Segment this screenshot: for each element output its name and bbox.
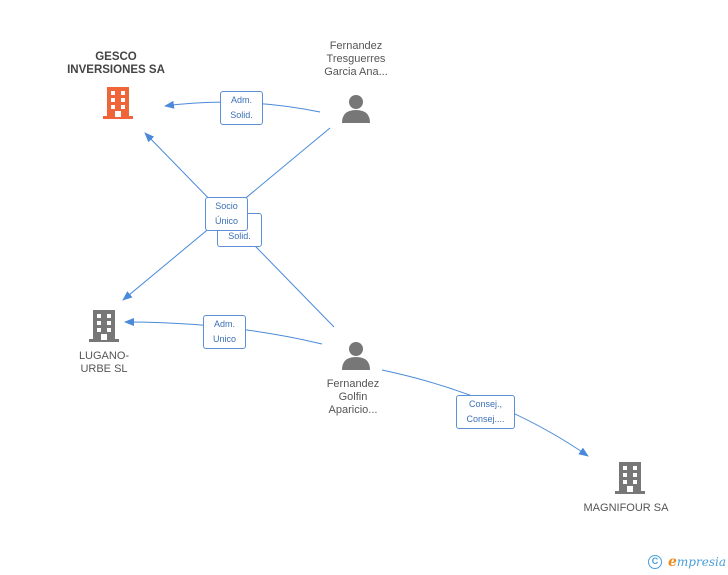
edge-label-line: Solid. (230, 110, 253, 120)
node-label-line: Garcia Ana... (324, 66, 388, 78)
edge-label-line: Socio (215, 201, 238, 211)
edge-label-line: Adm. (213, 319, 235, 329)
brand-logo: empresia (668, 554, 726, 570)
person-icon[interactable] (342, 95, 370, 123)
person-icon[interactable] (342, 342, 370, 370)
node-label-fernandez-golfin[interactable]: Fernandez Golfin Aparicio... (293, 378, 413, 417)
edge-label-line: Adm. (230, 95, 252, 105)
node-label-lugano[interactable]: LUGANO- URBE SL (54, 350, 154, 376)
edge-label-line: Consej., (468, 399, 503, 409)
building-icon[interactable] (103, 87, 133, 119)
node-label-line: INVERSIONES SA (67, 64, 165, 76)
edge-label-consej[interactable]: Consej., Consej.... (456, 395, 515, 429)
brand-logo-rest: mpresia (676, 555, 726, 569)
edge-label-line: Solid. (228, 231, 251, 241)
edge-label-line: Unico (212, 334, 236, 344)
node-label-line: Aparicio... (328, 404, 378, 416)
node-label-line: MAGNIFOUR SA (583, 502, 669, 514)
brand-logo-e: e (668, 554, 677, 570)
node-label-line: Tresguerres (326, 53, 386, 65)
building-icon[interactable] (89, 310, 119, 342)
edge-label-adm-solid[interactable]: Adm. Solid. (220, 91, 263, 125)
copyright-icon: C (648, 555, 662, 569)
edge-label-line: Consej.... (466, 414, 505, 424)
edge-label-adm-unico[interactable]: Adm. Unico (203, 315, 246, 349)
node-label-line: Golfin (338, 391, 368, 403)
node-label-line: LUGANO- (78, 350, 130, 362)
node-label-line: GESCO (95, 51, 137, 63)
edge-label-socio-unico[interactable]: Socio Único (205, 197, 248, 231)
node-label-fernandez-tresguerres[interactable]: Fernandez Tresguerres Garcia Ana... (296, 40, 416, 79)
node-label-line: URBE SL (80, 363, 128, 375)
node-label-line: Fernandez (326, 378, 380, 390)
node-label-gesco[interactable]: GESCO INVERSIONES SA (56, 51, 176, 77)
building-icon[interactable] (615, 462, 645, 494)
node-label-line: Fernandez (329, 40, 383, 52)
edge-label-line: Único (214, 216, 238, 226)
node-label-magnifour[interactable]: MAGNIFOUR SA (576, 502, 676, 515)
